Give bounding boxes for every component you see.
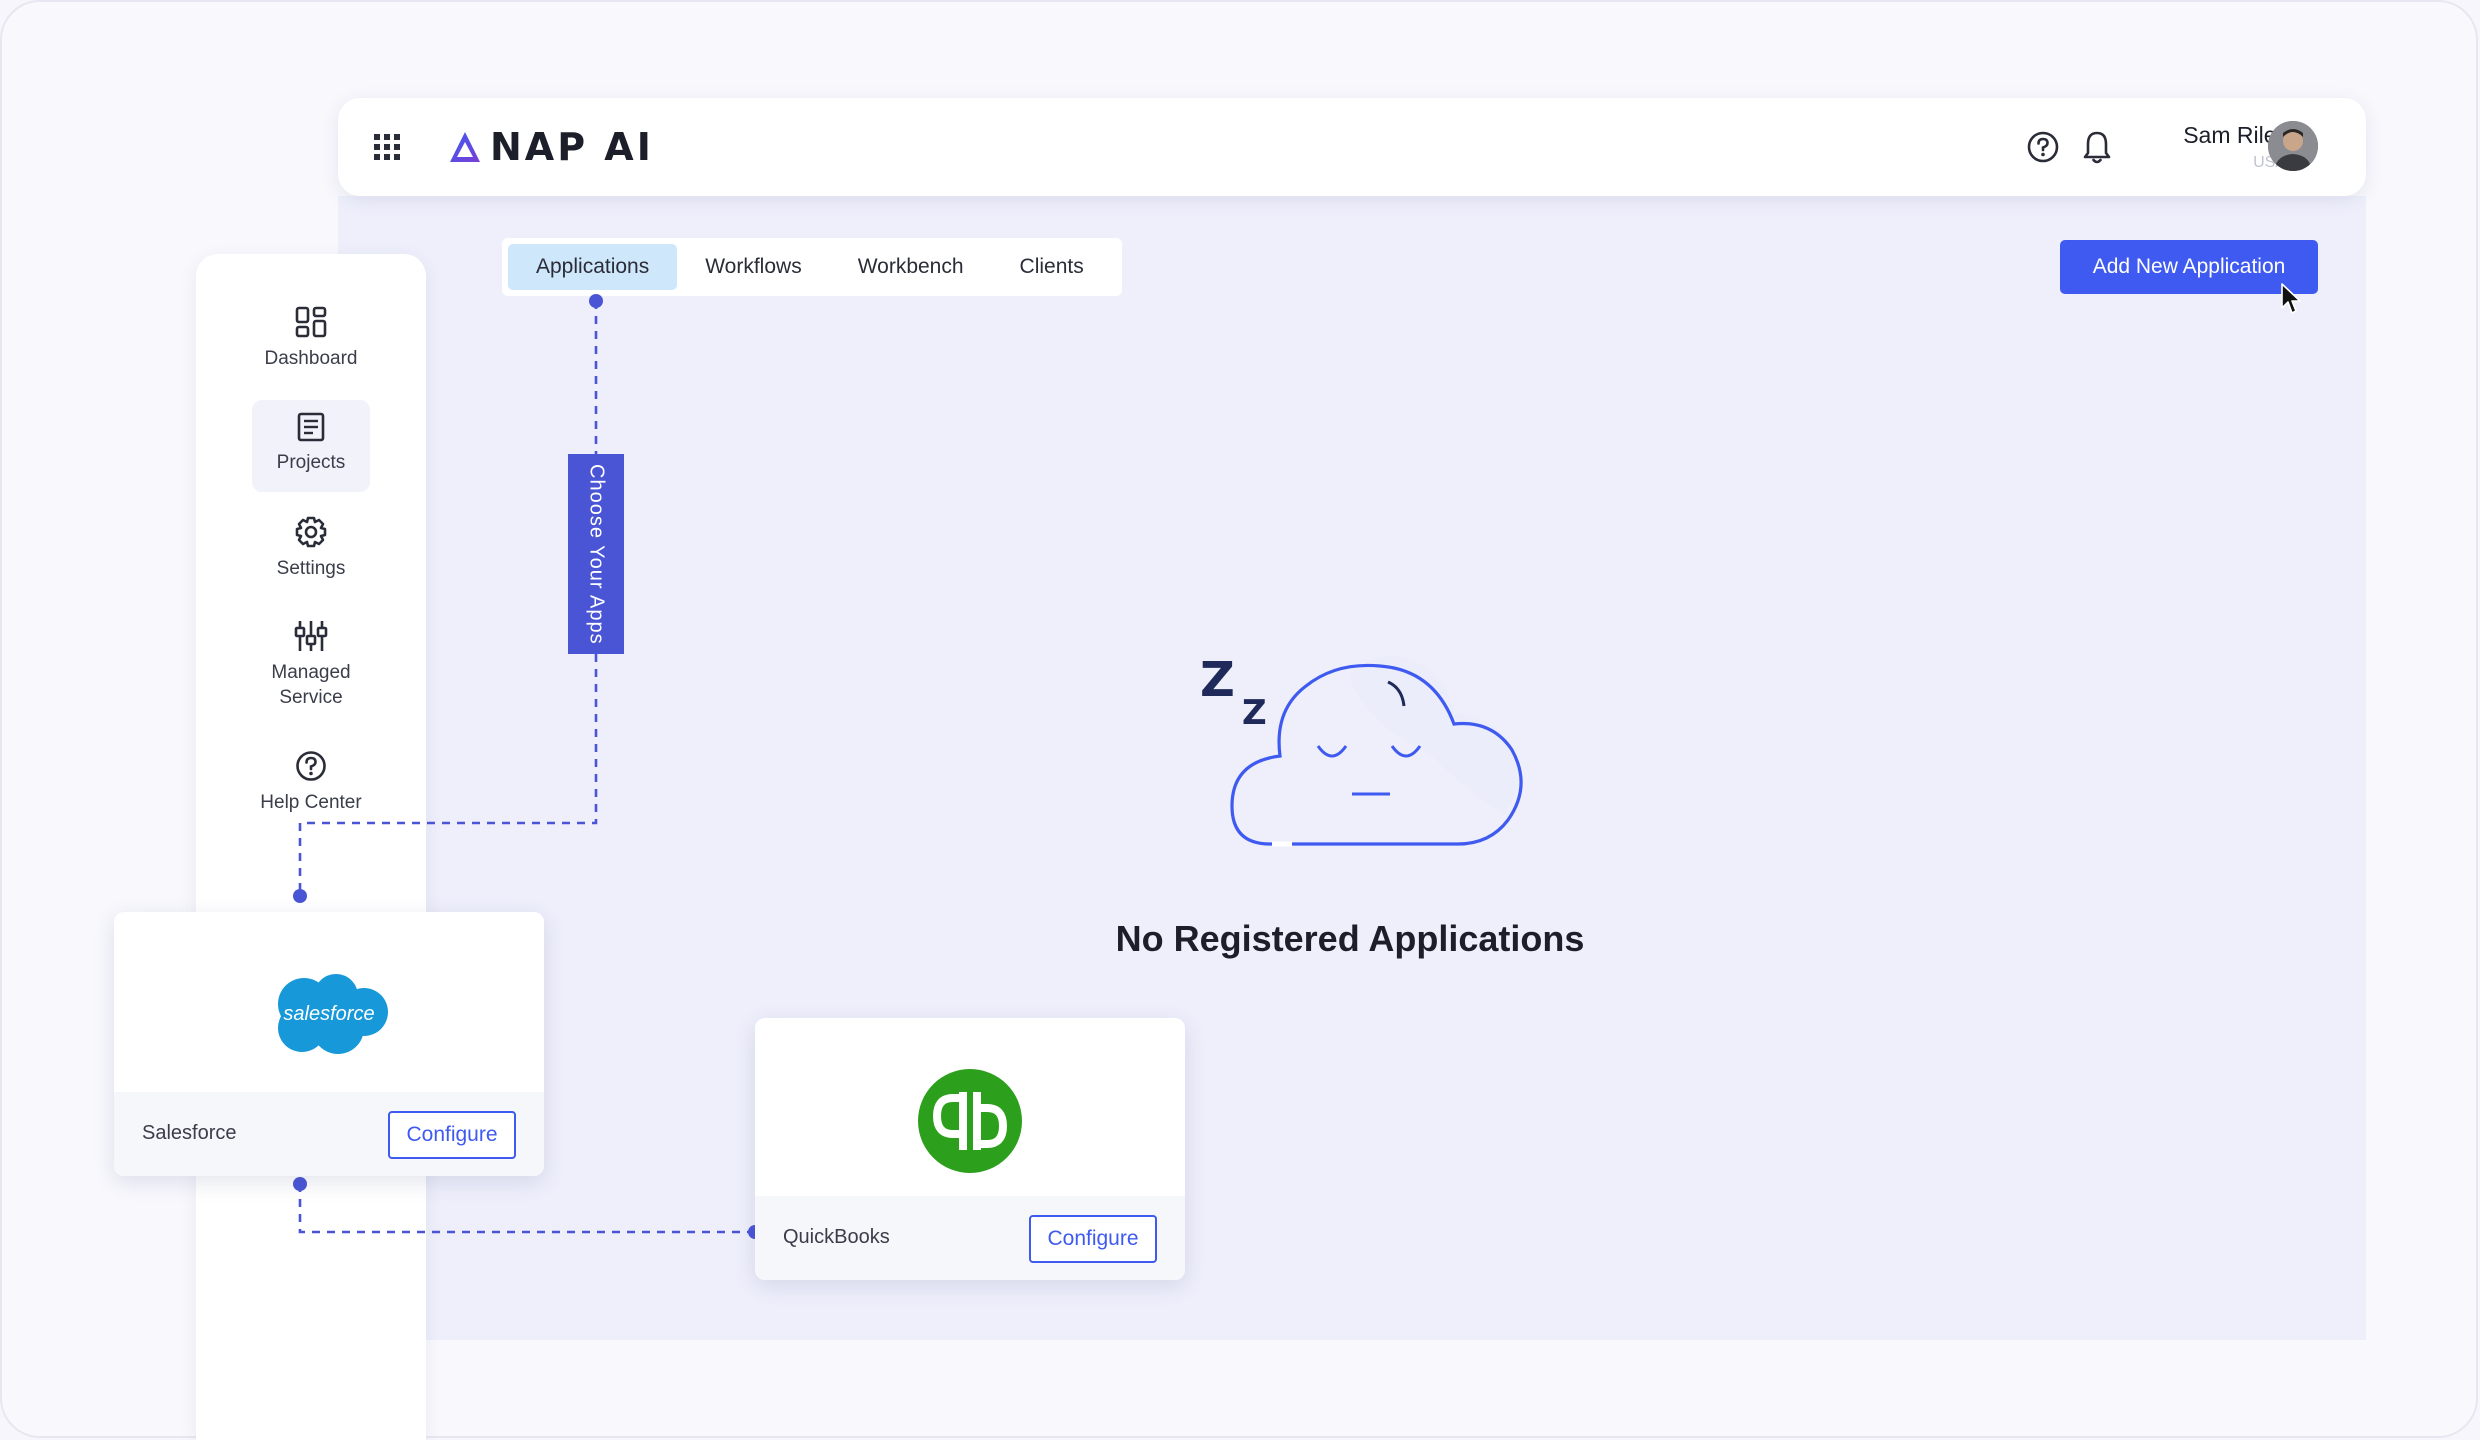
- add-new-application-button[interactable]: Add New Application: [2060, 240, 2318, 294]
- tab-clients[interactable]: Clients: [1019, 255, 1084, 278]
- sliders-icon: [294, 621, 328, 651]
- app-card-salesforce: salesforce Salesforce Configure: [114, 912, 544, 1176]
- tab-applications[interactable]: Applications: [508, 244, 678, 290]
- help-icon: [296, 751, 326, 781]
- configure-button-quickbooks[interactable]: Configure: [1029, 1215, 1157, 1263]
- salesforce-logo-icon: salesforce: [278, 974, 388, 1054]
- gear-icon: [295, 516, 327, 548]
- quickbooks-logo-icon: [918, 1069, 1022, 1173]
- sidebar: Dashboard Projects Settings Managed Serv…: [196, 254, 426, 1440]
- user-location: USA: [2253, 154, 2286, 171]
- bell-icon[interactable]: [2080, 129, 2114, 165]
- sidebar-item-label: Settings: [276, 558, 346, 579]
- card-name: QuickBooks: [783, 1226, 890, 1248]
- document-icon: [297, 412, 325, 442]
- choose-apps-callout: Choose Your Apps: [568, 454, 624, 654]
- callout-label: Choose Your Apps: [585, 463, 608, 645]
- sidebar-item-label: Help Center: [260, 792, 362, 813]
- sidebar-item-label: Managed Service: [271, 662, 351, 708]
- help-icon[interactable]: [2026, 130, 2060, 164]
- sleeping-cloud-illustration: Z Z: [1200, 652, 1523, 847]
- zzz-small: Z: [1242, 693, 1267, 733]
- card-name: Salesforce: [142, 1122, 237, 1144]
- card-footer: QuickBooks Configure: [755, 1196, 1185, 1280]
- card-footer: Salesforce Configure: [114, 1092, 544, 1176]
- sidebar-item-managed-service[interactable]: Managed Service: [252, 620, 370, 710]
- empty-state-title: No Registered Applications: [1115, 918, 1585, 959]
- main-content: [338, 196, 2366, 1340]
- logo-text: NAP AI: [490, 125, 654, 169]
- tab-bar: Applications Workflows Workbench Clients: [502, 238, 1122, 296]
- avatar[interactable]: [2268, 121, 2318, 171]
- app-logo[interactable]: NAP AI: [448, 125, 654, 169]
- zzz-large: Z: [1200, 652, 1235, 708]
- dashboard-icon: [295, 306, 327, 338]
- tab-workbench[interactable]: Workbench: [857, 255, 964, 278]
- mouse-cursor-icon: [2281, 283, 2301, 314]
- sidebar-item-settings[interactable]: Settings: [252, 516, 370, 581]
- sidebar-item-label: Dashboard: [264, 348, 358, 369]
- sidebar-item-help-center[interactable]: Help Center: [252, 750, 370, 815]
- configure-button-salesforce[interactable]: Configure: [388, 1111, 516, 1159]
- sidebar-item-label: Projects: [276, 452, 346, 473]
- sidebar-item-projects[interactable]: Projects: [252, 400, 370, 492]
- tab-workflows[interactable]: Workflows: [705, 255, 802, 278]
- user-name[interactable]: Sam Riley: [2183, 122, 2288, 148]
- apps-grid-icon[interactable]: [374, 134, 400, 160]
- sidebar-item-dashboard[interactable]: Dashboard: [252, 306, 370, 371]
- salesforce-logo-text: salesforce: [283, 1003, 374, 1025]
- app-card-quickbooks: QuickBooks Configure: [755, 1018, 1185, 1280]
- top-bar: NAP AI Sam Riley USA: [338, 98, 2366, 196]
- logo-mark-icon: [450, 132, 480, 162]
